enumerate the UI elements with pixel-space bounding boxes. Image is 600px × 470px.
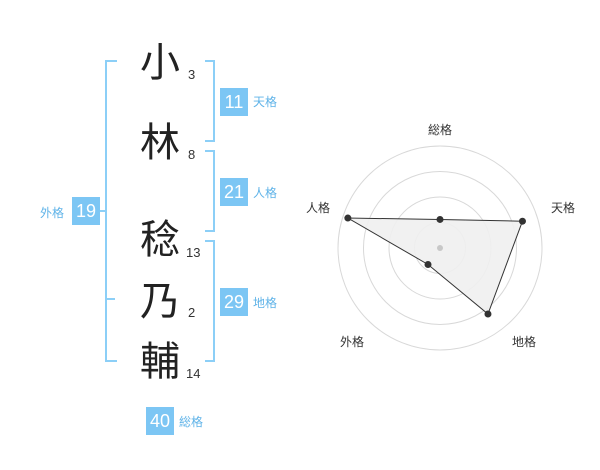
name-char-4: 乃	[140, 279, 180, 325]
radar-points	[344, 214, 526, 318]
radar-axis-label-gaikaku: 外格	[340, 334, 364, 349]
radar-point	[436, 215, 444, 223]
name-char-2: 林	[140, 120, 180, 166]
gaikaku-connector	[97, 210, 105, 212]
radar-point	[484, 310, 492, 318]
soukaku-label: 総格	[179, 415, 204, 429]
tenkaku-label: 天格	[253, 95, 278, 109]
soukaku-value: 40	[146, 407, 174, 435]
jinkaku-bracket	[205, 150, 215, 232]
radar-point	[424, 261, 432, 269]
radar-axis-label-tenkaku: 天格	[551, 200, 575, 215]
chikaku-label: 地格	[253, 296, 278, 310]
name-char-1: 小	[140, 40, 180, 86]
name-char-5: 輔	[140, 339, 180, 385]
stroke-count-3: 13	[186, 245, 201, 260]
gaikaku-value: 19	[72, 197, 100, 225]
radar-axis-label-chikaku: 地格	[512, 334, 536, 349]
radar-axis-label-soukaku: 総格	[428, 122, 452, 137]
chikaku-value: 29	[220, 288, 248, 316]
stroke-count-1: 3	[188, 67, 196, 82]
stroke-count-5: 14	[186, 366, 201, 381]
name-char-3: 稔	[140, 217, 180, 263]
radar-grid-ring	[363, 171, 517, 325]
tenkaku-bracket	[205, 60, 215, 142]
radar-center-dot	[437, 245, 443, 251]
radar-axis-label-jinkaku: 人格	[306, 200, 330, 215]
chikaku-bracket	[205, 240, 215, 362]
radar-point	[344, 214, 352, 222]
radar-grid-ring	[337, 145, 543, 351]
stroke-count-4: 2	[188, 305, 196, 320]
gaikaku-bracket	[105, 60, 117, 362]
radar-shape	[345, 217, 524, 315]
stroke-count-2: 8	[188, 147, 196, 162]
gaikaku-bracket-mid	[105, 298, 115, 300]
jinkaku-label: 人格	[253, 186, 278, 200]
radar-point	[518, 217, 526, 225]
gaikaku-label: 外格	[40, 206, 65, 220]
jinkaku-value: 21	[220, 178, 248, 206]
tenkaku-value: 11	[220, 88, 248, 116]
